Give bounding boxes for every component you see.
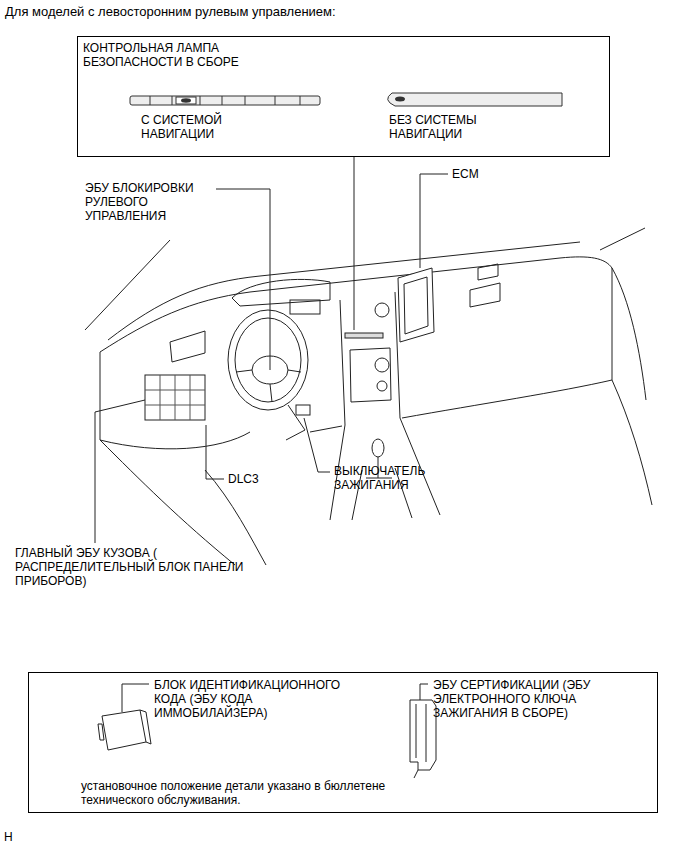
- part-label: ЭБУ СЕРТИФИКАЦИИ (ЭБУ ЭЛЕКТРОННОГО КЛЮЧА…: [433, 678, 598, 720]
- lamp-with-navigation: [130, 96, 320, 105]
- part-label: установочное положение детали указано в …: [81, 779, 441, 807]
- part-label: С СИСТЕМОЙ НАВИГАЦИИ: [141, 113, 271, 141]
- leader-line: [206, 425, 224, 479]
- box-heading: БЛОК ИДЕНТИФИКАЦИОННОГО КОДА (ЭБУ КОДА И…: [154, 678, 359, 720]
- leader-line: [354, 157, 355, 330]
- leader-line: [95, 400, 145, 543]
- leader-line: [304, 418, 330, 472]
- page-title: Для моделей с левосторонним рулевым упра…: [5, 4, 605, 19]
- certification-ecu: [410, 700, 436, 770]
- part-label: ГЛАВНЫЙ ЭБУ КУЗОВА ( РАСПРЕДЕЛИТЕЛЬНЫЙ Б…: [15, 546, 245, 588]
- lamp-without-navigation: [388, 93, 562, 106]
- part-label: ЭБУ БЛОКИРОВКИ РУЛЕВОГО УПРАВЛЕНИЯ: [85, 181, 210, 223]
- part-label: БЕЗ СИСТЕМЫ НАВИГАЦИИ: [389, 113, 529, 141]
- leader-line: [216, 189, 270, 370]
- part-label: ECM: [452, 167, 512, 181]
- part-label: H: [4, 830, 24, 844]
- leader-line: [122, 684, 149, 712]
- group-box: КОНТРОЛЬНАЯ ЛАМПА БЕЗОПАСНОСТИ В СБОРЕ С …: [77, 36, 610, 157]
- part-label: ВЫКЛЮЧАТЕЛЬ ЗАЖИГАНИЯ: [334, 464, 454, 492]
- box-heading: КОНТРОЛЬНАЯ ЛАМПА БЕЗОПАСНОСТИ В СБОРЕ: [83, 41, 283, 69]
- immobilizer-module: [102, 710, 146, 750]
- part-label: DLC3: [228, 472, 288, 486]
- leader-line: [420, 684, 428, 700]
- leader-line: [420, 174, 448, 268]
- group-box: БЛОК ИДЕНТИФИКАЦИОННОГО КОДА (ЭБУ КОДА И…: [28, 672, 658, 813]
